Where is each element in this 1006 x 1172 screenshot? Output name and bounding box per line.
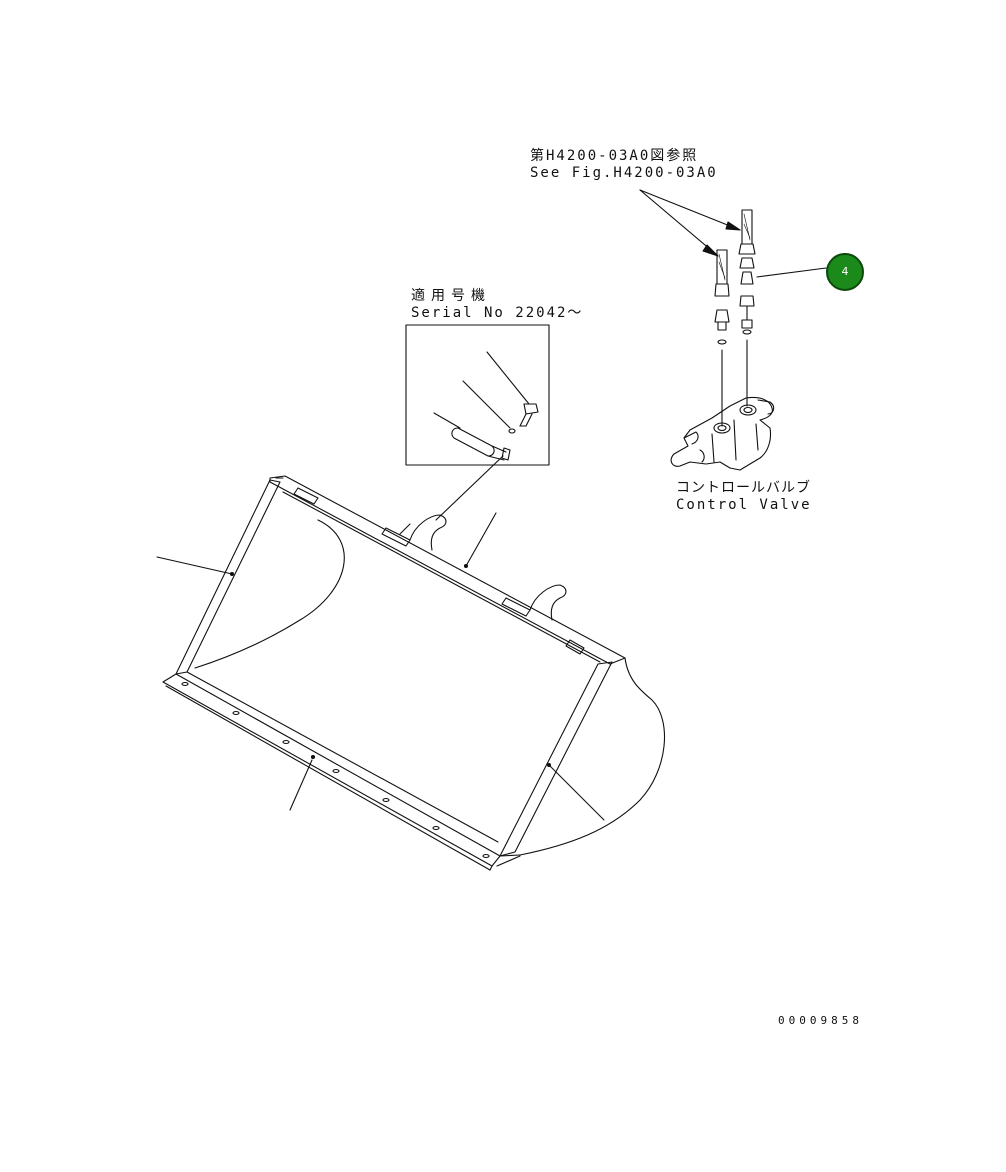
inset-link-line bbox=[436, 456, 503, 520]
serial-inset bbox=[406, 325, 549, 520]
leader-line-right bbox=[549, 765, 604, 820]
bucket-hanger-bracket-2 bbox=[502, 585, 566, 620]
serial-note-en: Serial No 22042～ bbox=[411, 305, 584, 321]
reference-note-jp: 第H4200-03A0図参照 bbox=[530, 148, 699, 164]
reference-note-en[interactable]: See Fig.H4200-03A0 bbox=[530, 165, 718, 181]
drawing-number: 00009858 bbox=[778, 1014, 863, 1027]
bucket-hanger-bracket-1 bbox=[382, 515, 446, 550]
inset-grease-fitting bbox=[452, 404, 538, 460]
bucket-lug-1 bbox=[294, 488, 318, 504]
bucket-back-curve-left bbox=[195, 520, 344, 668]
bucket-left-side-frame bbox=[176, 480, 280, 674]
bucket-cutting-edge bbox=[163, 674, 500, 866]
hose-assembly-right bbox=[739, 210, 755, 406]
inset-leader-3 bbox=[434, 413, 460, 428]
leader-line-top-rail bbox=[466, 513, 496, 566]
serial-note-jp: 適用号機 bbox=[411, 288, 491, 304]
serial-inset-box bbox=[406, 325, 549, 465]
cutting-edge-bolts bbox=[182, 683, 489, 858]
callout-4-leader bbox=[757, 268, 826, 277]
bucket-right-side-frame bbox=[500, 662, 612, 856]
bucket-drawing bbox=[157, 476, 665, 870]
inset-leader-2 bbox=[463, 381, 510, 428]
bucket-lug-2 bbox=[566, 640, 584, 654]
hose-assembly-left bbox=[715, 250, 729, 426]
bucket-right-side-curve bbox=[520, 658, 665, 855]
reference-arrows bbox=[640, 190, 740, 256]
control-valve-label-en: Control Valve bbox=[676, 497, 812, 513]
control-valve-label-jp: コントロールバルブ bbox=[676, 480, 811, 496]
bucket-top-rail bbox=[270, 476, 625, 664]
inset-leader-1 bbox=[487, 352, 529, 404]
leader-line-left bbox=[157, 557, 232, 574]
control-valve-drawing bbox=[671, 397, 774, 470]
callout-4-badge[interactable]: 4 bbox=[826, 253, 864, 291]
leader-line-bottom bbox=[290, 760, 312, 810]
